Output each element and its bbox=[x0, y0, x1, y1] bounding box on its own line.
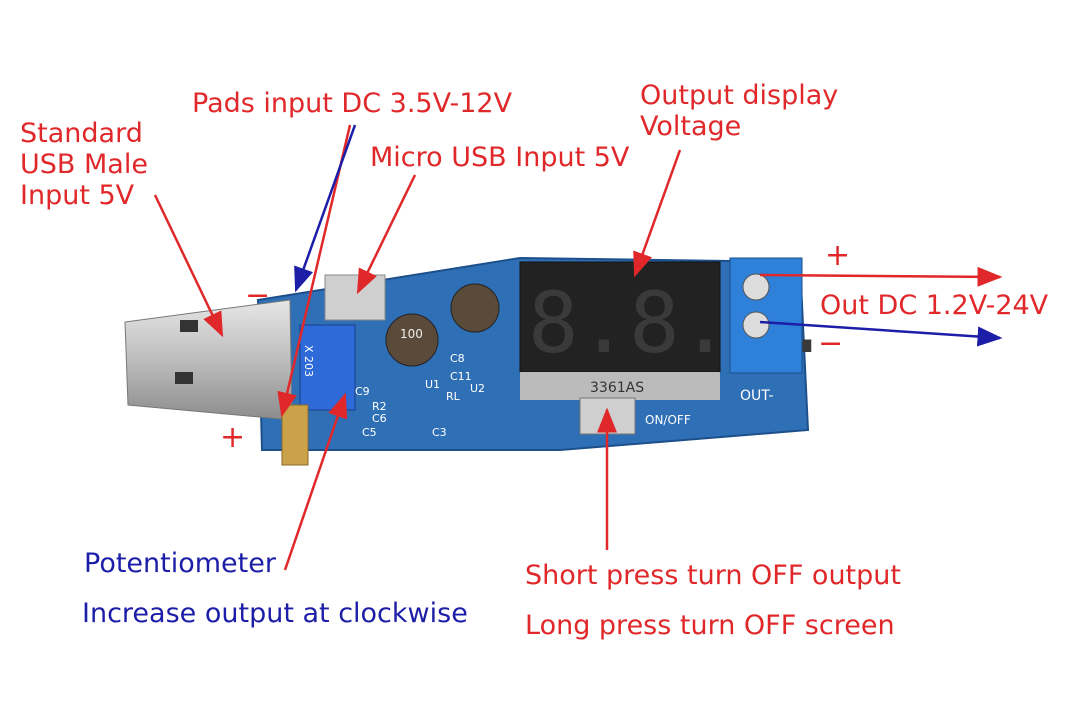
label-short-press: Short press turn OFF output bbox=[525, 560, 901, 591]
label-line: Output display bbox=[640, 80, 839, 111]
component-label: C9 bbox=[355, 385, 370, 398]
label-increase: Increase output at clockwise bbox=[82, 598, 468, 629]
label-out-dc: Out DC 1.2V-24V bbox=[820, 290, 1049, 321]
label-output-display: Output display Voltage bbox=[640, 80, 838, 142]
display-part: 3361AS bbox=[590, 380, 644, 396]
label-micro-usb: Micro USB Input 5V bbox=[370, 142, 630, 173]
label-line: USB Male bbox=[20, 149, 148, 180]
arrow-out-plus bbox=[759, 266, 1003, 287]
label-pads-input: Pads input DC 3.5V-12V bbox=[192, 88, 513, 119]
terminal-label: OUT- bbox=[740, 388, 774, 404]
label-potentiometer: Potentiometer bbox=[84, 548, 276, 579]
label-line: Input 5V bbox=[20, 180, 135, 211]
label-in-plus: + bbox=[220, 420, 246, 455]
arrow-usb-male bbox=[153, 194, 224, 338]
pot-marking: X 203 bbox=[302, 345, 315, 377]
label-in-minus: − bbox=[245, 278, 271, 313]
component-label: U2 bbox=[470, 382, 485, 395]
inductor bbox=[450, 283, 500, 333]
output-terminal bbox=[729, 257, 803, 374]
component-label: C6 bbox=[372, 412, 387, 425]
label-line: Standard bbox=[20, 118, 143, 149]
usb-slot bbox=[175, 372, 193, 384]
inductor bbox=[385, 313, 439, 367]
component-label: C11 bbox=[450, 370, 472, 383]
usb-slot bbox=[180, 320, 198, 332]
component-label: C3 bbox=[432, 426, 447, 439]
switch-label: ON/OFF bbox=[645, 413, 691, 427]
potentiometer-screw bbox=[281, 404, 309, 466]
label-out-minus: − bbox=[818, 326, 844, 361]
label-usb-male: Standard USB Male Input 5V bbox=[20, 118, 148, 211]
component-label: R2 bbox=[372, 400, 387, 413]
component-label: U1 bbox=[425, 378, 440, 391]
label-out-plus: + bbox=[825, 238, 851, 273]
arrow-display bbox=[633, 149, 682, 278]
component-label: C8 bbox=[450, 352, 465, 365]
label-line: Voltage bbox=[640, 111, 742, 142]
component-label: RL bbox=[446, 390, 461, 403]
arrow-out-minus bbox=[759, 320, 1003, 347]
component-label: C5 bbox=[362, 426, 377, 439]
arrow-potentiometer bbox=[283, 392, 348, 571]
label-long-press: Long press turn OFF screen bbox=[525, 610, 895, 641]
inductor-marking: 100 bbox=[400, 327, 423, 341]
arrow-micro-usb bbox=[356, 174, 417, 295]
micro-usb-port bbox=[324, 274, 386, 321]
usb-male-plug bbox=[124, 299, 293, 421]
led-display bbox=[519, 261, 721, 373]
arrow-pads-blue bbox=[294, 124, 357, 293]
